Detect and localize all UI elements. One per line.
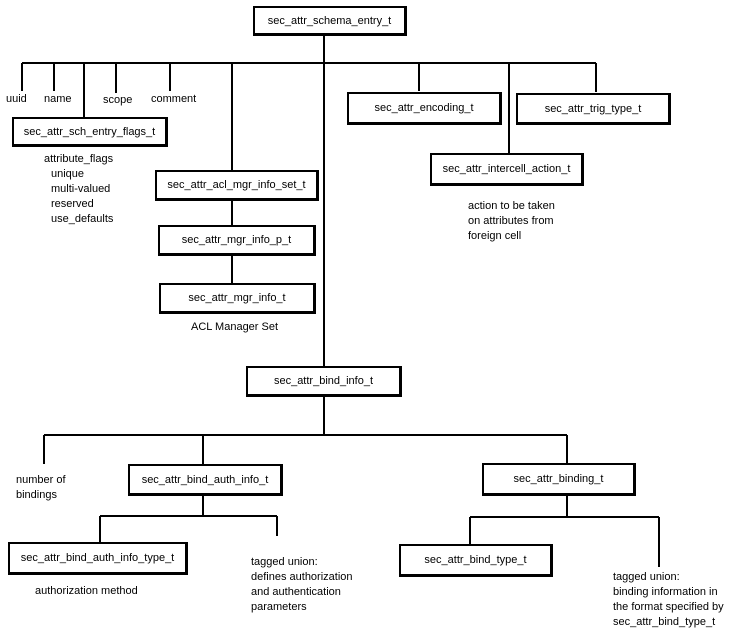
acl-mgr-info-set-box: sec_attr_acl_mgr_info_set_t	[155, 170, 319, 201]
mgr-info-p-box: sec_attr_mgr_info_p_t	[158, 225, 316, 256]
comment-label: comment	[151, 93, 197, 105]
sch-entry-flags-box: sec_attr_sch_entry_flags_t	[12, 117, 168, 147]
bind-info-box: sec_attr_bind_info_t	[246, 366, 402, 397]
auth-union-note-line: and authentication	[251, 586, 341, 598]
auth-union-note-line: parameters	[251, 601, 307, 613]
schema-entry-box: sec_attr_schema_entry_t	[253, 6, 407, 36]
mgr-info-box: sec_attr_mgr_info_t	[159, 283, 316, 314]
intercell-note-line: action to be taken	[468, 200, 555, 212]
bind-type-box: sec_attr_bind_type_t	[399, 544, 553, 577]
binding-union-note-line: binding information in	[613, 586, 718, 598]
authorization-method-label: authorization method	[35, 585, 138, 597]
auth-union-note-line: defines authorization	[251, 571, 353, 583]
flag-unique: unique	[51, 168, 85, 180]
trig-type-box: sec_attr_trig_type_t	[516, 93, 671, 125]
intercell-action-box: sec_attr_intercell_action_t	[430, 153, 584, 186]
num-bindings-line: number of	[16, 474, 66, 486]
auth-union-note-line: tagged union:	[251, 556, 318, 568]
binding-box: sec_attr_binding_t	[482, 463, 636, 496]
binding-union-note-line: sec_attr_bind_type_t	[613, 616, 716, 628]
flag-multi-valued: multi-valued	[51, 183, 111, 195]
name-label: name	[44, 93, 72, 105]
num-bindings-line: bindings	[16, 489, 57, 501]
bind-auth-info-box: sec_attr_bind_auth_info_t	[128, 464, 283, 496]
intercell-note-line: on attributes from	[468, 215, 554, 227]
attribute-flags-title: attribute_flags	[44, 153, 114, 165]
encoding-box: sec_attr_encoding_t	[347, 92, 502, 125]
flag-use-defaults: use_defaults	[51, 213, 114, 225]
binding-union-note-line: the format specified by	[613, 601, 724, 613]
scope-label: scope	[103, 94, 133, 106]
uuid-label: uuid	[6, 93, 27, 105]
flag-reserved: reserved	[51, 198, 94, 210]
acl-manager-set-label: ACL Manager Set	[191, 321, 279, 333]
bind-auth-info-type-box: sec_attr_bind_auth_info_type_t	[8, 542, 188, 575]
intercell-note-line: foreign cell	[468, 230, 522, 242]
binding-union-note-line: tagged union:	[613, 571, 680, 583]
